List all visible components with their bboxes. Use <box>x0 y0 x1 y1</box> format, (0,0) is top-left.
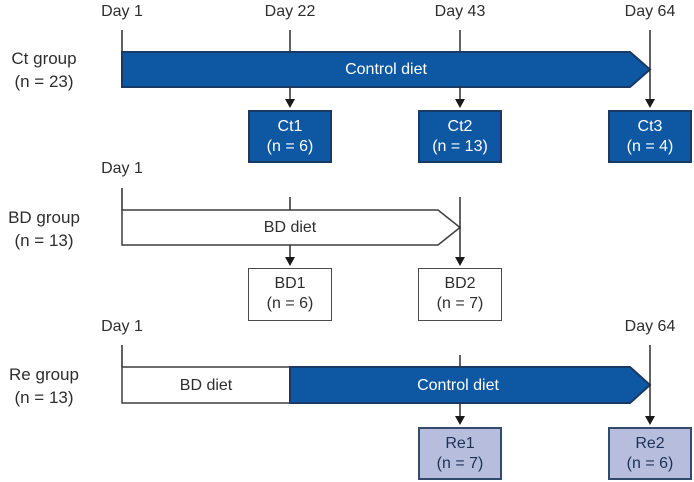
ct-group-n: (n = 23) <box>14 72 74 91</box>
bd2-title: BD2 <box>444 275 476 292</box>
bd-group-label: BD group (n = 13) <box>0 206 92 252</box>
bd1-title: BD1 <box>274 275 306 292</box>
re1-arrowhead-icon <box>455 416 465 425</box>
ct-day22-label: Day 22 <box>264 3 316 20</box>
bd-bar-label: BD diet <box>263 219 317 236</box>
re2-n: (n = 6) <box>626 455 674 472</box>
re-group-n: (n = 13) <box>14 388 74 407</box>
re2-arrowhead-icon <box>645 416 655 425</box>
ct1-arrowhead-icon <box>285 99 295 108</box>
ct2-title: Ct2 <box>447 118 473 135</box>
ct1-n: (n = 6) <box>266 138 314 155</box>
sample-box-ct2: Ct2 (n = 13) <box>418 110 502 163</box>
ct-day43-label: Day 43 <box>434 3 486 20</box>
ct-group-label: Ct group (n = 23) <box>0 47 92 93</box>
ct2-arrowhead-icon <box>455 99 465 108</box>
sample-box-ct1: Ct1 (n = 6) <box>248 110 332 163</box>
ct3-n: (n = 4) <box>626 138 674 155</box>
bd-group-n: (n = 13) <box>14 231 74 250</box>
bd-diet-arrow-bar <box>121 209 462 246</box>
ct1-title: Ct1 <box>277 118 303 135</box>
ct-day64-label: Day 64 <box>624 3 676 20</box>
bd2-n: (n = 7) <box>436 295 484 312</box>
sample-box-re1: Re1 (n = 7) <box>418 427 502 480</box>
sample-box-re2: Re2 (n = 6) <box>608 427 692 480</box>
re-group-label: Re group (n = 13) <box>0 363 92 409</box>
re-day64-label: Day 64 <box>624 318 676 335</box>
re2-title: Re2 <box>635 435 665 452</box>
re-control-bar-label: Control diet <box>417 377 499 394</box>
ct-bar-label: Control diet <box>345 61 427 78</box>
re-day1-label: Day 1 <box>101 318 143 335</box>
sample-box-bd2: BD2 (n = 7) <box>418 268 502 321</box>
ct-day1-label: Day 1 <box>101 3 143 20</box>
re1-n: (n = 7) <box>436 455 484 472</box>
bd-group-name: BD group <box>8 208 80 227</box>
bd2-arrowhead-icon <box>455 257 465 266</box>
ct-group-name: Ct group <box>11 49 77 68</box>
ct-control-diet-arrow-bar <box>121 51 652 88</box>
sample-box-bd1: BD1 (n = 6) <box>248 268 332 321</box>
sample-box-ct3: Ct3 (n = 4) <box>608 110 692 163</box>
ct3-title: Ct3 <box>637 118 663 135</box>
re-bd-bar-label: BD diet <box>179 377 233 394</box>
re-bd-diet-bar <box>121 366 291 404</box>
ct3-arrowhead-icon <box>645 99 655 108</box>
re1-title: Re1 <box>445 435 475 452</box>
re-group-name: Re group <box>9 365 79 384</box>
ct2-n: (n = 13) <box>432 138 488 155</box>
bd-day1-label: Day 1 <box>101 160 143 177</box>
bd1-n: (n = 6) <box>266 295 314 312</box>
bd1-arrowhead-icon <box>285 257 295 266</box>
re-control-diet-arrow-bar <box>289 366 652 404</box>
